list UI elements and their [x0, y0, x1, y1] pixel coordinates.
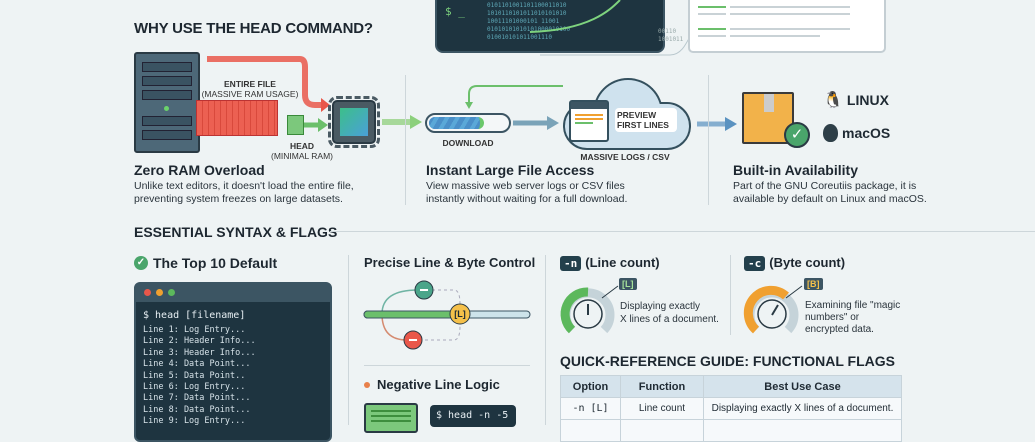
maximize-dot[interactable]: [168, 289, 175, 296]
divider: [348, 255, 349, 425]
cell-use-case: Displaying exactly X lines of a document…: [703, 397, 902, 420]
red-arrow: [207, 56, 330, 112]
slider-marker: [L]: [454, 309, 466, 319]
head-chunk: [287, 115, 304, 135]
n-flag-title: -n(Line count): [560, 255, 660, 271]
entire-file-label: ENTIRE FILE(MASSIVE RAM USAGE): [201, 79, 299, 99]
divider: [330, 231, 1035, 232]
slider-thumb[interactable]: [449, 303, 471, 325]
top10-title: ✓ The Top 10 Default: [134, 255, 277, 271]
col-option: Option: [560, 375, 621, 398]
n-flag-badge: -n: [560, 256, 582, 271]
divider: [708, 75, 709, 205]
preview-window: [569, 100, 609, 142]
access-desc: View massive web server logs or CSV file…: [426, 180, 628, 205]
avail-title: Built-in Availability: [733, 162, 858, 178]
divider: [364, 365, 530, 366]
line-slider[interactable]: [362, 278, 534, 356]
linux-item: 🐧LINUX: [823, 92, 889, 109]
cloud-label: MASSIVE LOGS / CSV: [580, 152, 670, 162]
c-flag-title: -c(Byte count): [744, 255, 845, 271]
c-flag-badge: -c: [744, 256, 766, 271]
col-use-case: Best Use Case: [703, 375, 902, 398]
entire-file-bar: [196, 100, 278, 136]
server-icon: [134, 52, 200, 153]
table-row-partial: [560, 419, 902, 442]
terminal-window: $ head [filename] Line 1: Log Entry...Li…: [134, 282, 332, 442]
n-flag-tag: [L]: [619, 278, 637, 290]
cell-option: -n [L]: [560, 397, 621, 420]
apple-icon: [823, 124, 838, 142]
quickref-table: Option Function Best Use Case -n [L] Lin…: [560, 375, 902, 442]
cpu-chip-icon: [328, 96, 380, 148]
head-label: HEAD(MINIMAL RAM): [270, 141, 333, 161]
terminal-prompt: $ _: [445, 5, 465, 18]
negative-command: $ head -n -5: [430, 405, 516, 427]
byte-count-dial: [743, 285, 803, 334]
quickref-title: QUICK-REFERENCE GUIDE: FUNCTIONAL FLAGS: [560, 353, 895, 369]
cell-function: Line count: [620, 397, 704, 420]
stream-line: [529, 0, 710, 56]
terminal-command: $ head [filename]: [143, 310, 246, 321]
check-icon: ✓: [134, 256, 148, 270]
why-title: WHY USE THE HEAD COMMAND?: [134, 20, 373, 37]
terminal-output: Line 1: Log Entry...Line 2: Header Info.…: [143, 325, 256, 427]
table-row: -n [L] Line count Displaying exactly X l…: [560, 397, 902, 420]
c-flag-tag: [B]: [804, 278, 823, 290]
document-icon: [364, 403, 418, 433]
check-badge-icon: ✓: [784, 122, 810, 148]
transfer-arrow: [382, 115, 422, 129]
macos-item: macOS: [823, 124, 890, 142]
minimize-dot[interactable]: [156, 289, 163, 296]
close-dot[interactable]: [144, 289, 151, 296]
arrow-to-cloud: [513, 116, 559, 130]
syntax-title: ESSENTIAL SYNTAX & FLAGS: [134, 224, 338, 240]
bullet-icon: [364, 381, 370, 388]
document-preview: [688, 0, 886, 53]
divider: [730, 255, 731, 335]
download-label: DOWNLOAD: [442, 138, 494, 148]
precise-title: Precise Line & Byte Control: [364, 255, 536, 270]
table-header: Option Function Best Use Case: [560, 375, 902, 398]
arrow-to-box: [697, 117, 737, 131]
green-arrow: [304, 118, 328, 132]
negative-title: Negative Line Logic: [364, 377, 500, 392]
divider: [545, 255, 546, 425]
col-function: Function: [620, 375, 704, 398]
access-title: Instant Large File Access: [426, 162, 595, 178]
ram-title: Zero RAM Overload: [134, 162, 265, 178]
return-arrow: [465, 85, 563, 109]
divider: [405, 75, 406, 205]
ram-desc: Unlike text editors, it doesn't load the…: [134, 180, 354, 205]
download-progress: [425, 113, 511, 133]
avail-desc: Part of the GNU Coreutiis package, it is…: [733, 180, 927, 205]
tux-icon: 🐧: [823, 92, 843, 109]
line-count-dial: [560, 285, 619, 334]
